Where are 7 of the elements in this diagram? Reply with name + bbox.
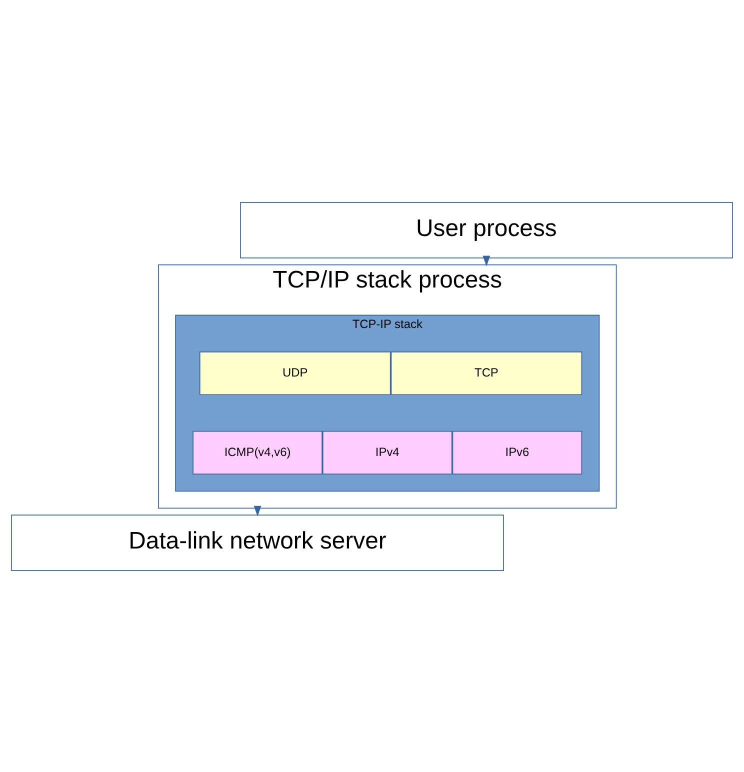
node-box: Data-link network server — [11, 514, 504, 571]
arrow — [254, 505, 262, 516]
node-box: TCP — [390, 350, 582, 395]
node-box: IPv4 — [322, 430, 452, 474]
node-box: UDP — [199, 350, 391, 395]
node-box: ICMP(v4,v6) — [192, 430, 322, 474]
node-box: IPv6 — [452, 430, 582, 474]
